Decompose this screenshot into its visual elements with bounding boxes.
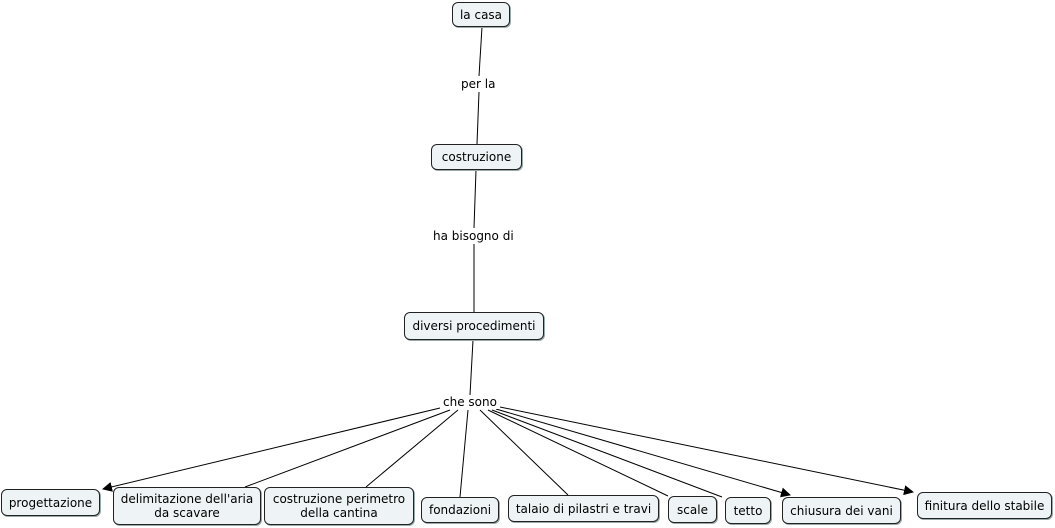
link-chesono-talaio bbox=[479, 409, 569, 496]
concept-delimitazione[interactable]: delimitazione dell'aria da scavare bbox=[113, 487, 261, 525]
concept-costruzione[interactable]: costruzione bbox=[431, 144, 522, 170]
link-costruzione-habisogno bbox=[473, 169, 477, 229]
link-chesono-scale bbox=[487, 409, 669, 497]
concept-talaio[interactable]: talaio di pilastri e travi bbox=[508, 495, 659, 522]
link-label-ha-bisogno-di: ha bisogno di bbox=[431, 229, 516, 243]
link-label-per-la: per la bbox=[459, 77, 498, 91]
concept-la-casa[interactable]: la casa bbox=[452, 2, 510, 27]
link-chesono-tetto bbox=[491, 409, 723, 498]
link-procedimenti-chesono bbox=[469, 339, 474, 396]
concept-fondazioni[interactable]: fondazioni bbox=[421, 497, 499, 523]
link-chesono-chiusura bbox=[495, 408, 791, 498]
link-chesono-perimetro bbox=[365, 409, 459, 488]
concept-finitura-dello-stabile[interactable]: finitura dello stabile bbox=[917, 492, 1052, 519]
link-chesono-fondazioni bbox=[459, 409, 469, 498]
concept-chiusura-dei-vani[interactable]: chiusura dei vani bbox=[782, 497, 901, 524]
link-label-che-sono: che sono bbox=[441, 395, 499, 409]
link-casa-perla bbox=[478, 26, 483, 77]
link-chesono-progettazione bbox=[102, 407, 441, 492]
concept-tetto[interactable]: tetto bbox=[725, 497, 771, 524]
concept-progettazione[interactable]: progettazione bbox=[1, 489, 100, 516]
link-perla-costruzione bbox=[476, 91, 480, 145]
concept-costruzione-perimetro[interactable]: costruzione perimetro della cantina bbox=[264, 487, 414, 525]
link-chesono-delimitazione bbox=[244, 409, 451, 488]
concept-diversi-procedimenti[interactable]: diversi procedimenti bbox=[404, 312, 544, 340]
concept-scale[interactable]: scale bbox=[668, 496, 717, 523]
link-chesono-finitura bbox=[499, 406, 914, 496]
